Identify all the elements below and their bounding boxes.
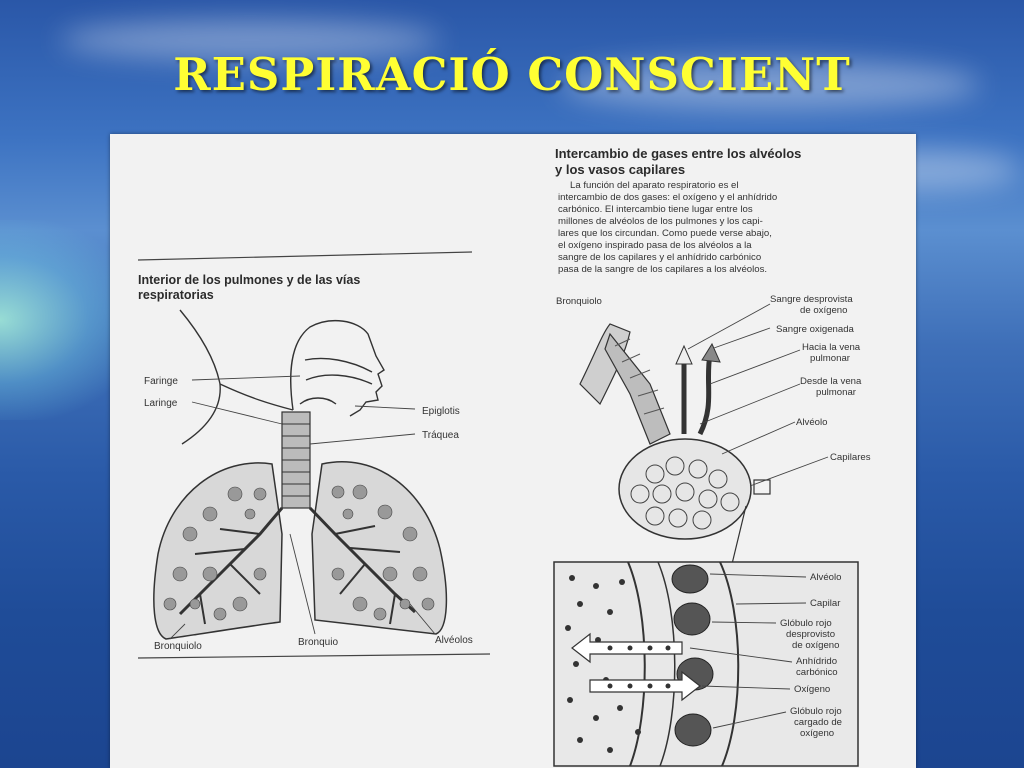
left-title-line1: Interior de los pulmones y de las vías [138,273,360,287]
detail-label-anhidrido-2: carbónico [796,667,838,678]
label-bronquio: Bronquio [298,637,338,648]
gas-exchange-detail [553,561,859,767]
paragraph-line-7: sangre de los capilares y el anhídrido c… [558,252,761,263]
label-desde-vena-1: Desde la vena [800,376,862,387]
right-diagram: Intercambio de gases entre los alvéolos … [553,146,871,767]
label-capilares: Capilares [830,452,871,463]
label-sangre-desprovista-1: Sangre desprovista [770,294,853,305]
scanned-figure: Interior de los pulmones y de las vías r… [110,134,916,768]
left-leader-lines [169,375,436,640]
detail-label-globulo-desprovisto-2: desprovisto [786,629,835,640]
label-desde-vena-2: pulmonar [816,387,857,398]
label-hacia-vena-1: Hacia la vena [802,342,861,353]
label-bronquiolo-left: Bronquiolo [154,641,202,652]
paragraph-line-6: el oxígeno inspirado pasa de los alvéolo… [558,240,752,251]
paragraph-line-3: carbónico. El intercambio tiene lugar en… [558,204,753,215]
sky-cloud-1 [60,20,440,60]
label-epiglotis: Epiglotis [422,406,460,417]
detail-label-globulo-cargado-3: oxígeno [800,728,834,739]
right-lung [308,461,448,635]
detail-label-anhidrido-1: Anhídrido [796,656,837,667]
trachea [281,411,311,509]
left-title-line2: respiratorias [138,288,214,302]
label-alveolos: Alvéolos [435,635,473,646]
slide-title: RESPIRACIÓ CONSCIENT [173,48,851,101]
detail-label-oxigeno: Oxígeno [794,684,830,695]
detail-label-globulo-desprovisto-3: de oxígeno [792,640,839,651]
label-alveolo-top: Alvéolo [796,417,827,428]
head-outline [179,309,385,445]
right-title-line1: Intercambio de gases entre los alvéolos [555,146,801,161]
detail-label-capilar: Capilar [810,598,841,609]
right-title-line2: y los vasos capilares [555,162,685,177]
paragraph-line-1: La función del aparato respiratorio es e… [570,180,739,191]
label-traquea: Tráquea [422,430,459,441]
sky-cloud-2 [560,60,980,110]
left-diagram: Interior de los pulmones y de las vías r… [137,251,491,659]
paragraph-line-8: pasa de la sangre de los capilares a los… [558,264,767,275]
paragraph-line-5: lares que los circundan. Como puede vers… [558,228,772,239]
figure-svg: Interior de los pulmones y de las vías r… [137,146,871,767]
paragraph-line-2: intercambio de dos gases: el oxígeno y e… [558,192,777,203]
label-sangre-desprovista-2: de oxígeno [800,305,847,316]
bronchiole-illustration [579,323,771,565]
left-lung [153,462,284,640]
paragraph-line-4: millones de alvéolos de los pulmones y l… [558,216,763,227]
label-bronquiolo-right: Bronquiolo [556,296,602,307]
label-sangre-oxigenada: Sangre oxigenada [776,324,855,335]
label-hacia-vena-2: pulmonar [810,353,851,364]
label-faringe: Faringe [144,376,178,387]
detail-label-globulo-cargado-1: Glóbulo rojo [790,706,842,717]
detail-label-globulo-desprovisto-1: Glóbulo rojo [780,618,832,629]
label-laringe: Laringe [144,398,178,409]
detail-label-globulo-cargado-2: cargado de [794,717,842,728]
right-leader-lines [687,303,829,487]
intro-paragraph: La función del aparato respiratorio es e… [558,180,777,275]
detail-label-alveolo: Alvéolo [810,572,841,583]
